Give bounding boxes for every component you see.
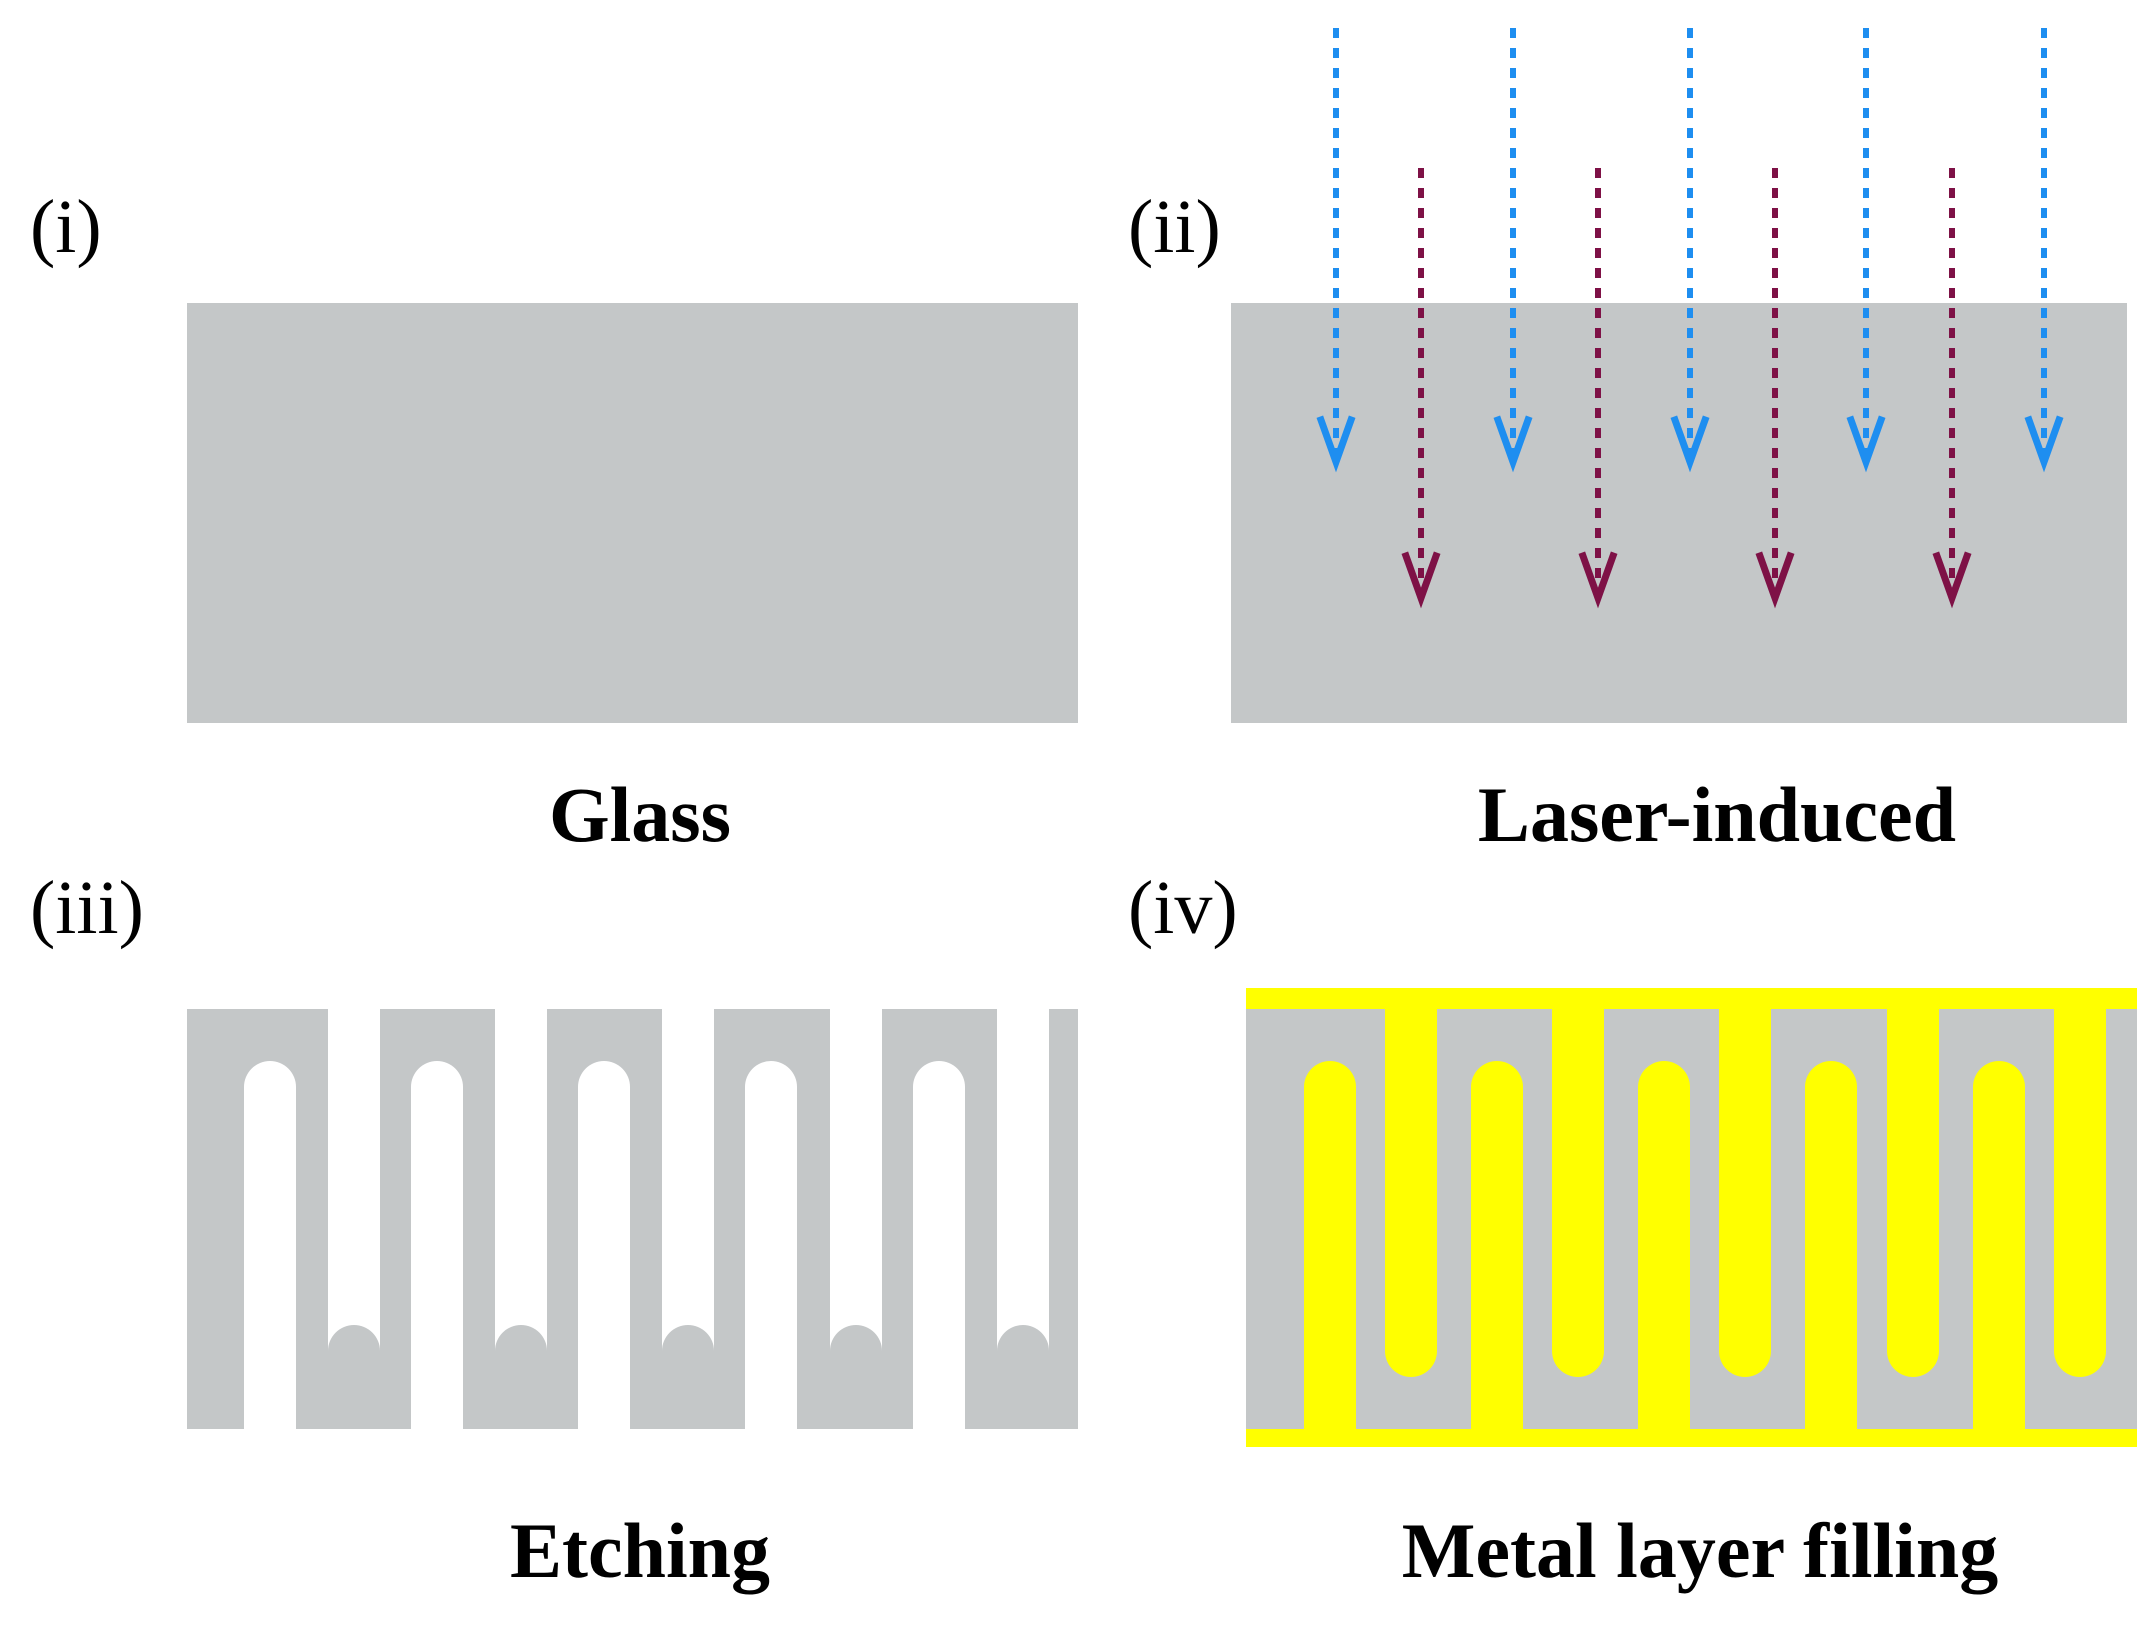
metal-finger-top-5 xyxy=(2054,1009,2106,1377)
metal-finger-bottom-4 xyxy=(1805,1061,1857,1429)
laser-arrows xyxy=(1316,28,2064,609)
caption-etching: Etching xyxy=(510,1507,770,1594)
metal-finger-top-4 xyxy=(1887,1009,1939,1377)
laser-short-arrow-icon-2 xyxy=(1493,28,1533,473)
laser-long-arrow-icon-2 xyxy=(1578,168,1618,609)
caption-metal-layer-filling: Metal layer filling xyxy=(1402,1507,1998,1594)
panel-label-iii: (iii) xyxy=(30,866,144,950)
caption-laser-induced: Laser-induced xyxy=(1478,771,1956,858)
panel-laser-induced: (ii) Laser-induced xyxy=(1128,28,2127,858)
metal-finger-bottom-3 xyxy=(1638,1061,1690,1429)
glass-substrate-laser xyxy=(1231,303,2127,723)
panel-etching: (iii) Etching xyxy=(30,866,1078,1594)
metal-finger-bottom-1 xyxy=(1304,1061,1356,1429)
etched-glass-body xyxy=(187,1009,1078,1429)
etched-glass xyxy=(187,1009,1078,1429)
laser-short-arrow-icon-4 xyxy=(1846,28,1886,473)
metal-finger-top-1 xyxy=(1385,1009,1437,1377)
laser-short-arrow-icon-3 xyxy=(1670,28,1710,473)
laser-short-arrow-icon-1 xyxy=(1316,28,1356,473)
laser-long-arrow-icon-1 xyxy=(1401,168,1441,609)
panel-label-ii: (ii) xyxy=(1128,185,1221,269)
caption-glass: Glass xyxy=(549,771,731,858)
panel-glass: (i) Glass xyxy=(30,185,1078,858)
laser-long-arrow-icon-3 xyxy=(1755,168,1795,609)
metal-finger-bottom-2 xyxy=(1471,1061,1523,1429)
laser-long-arrow-icon-4 xyxy=(1932,168,1972,609)
laser-short-arrow-icon-5 xyxy=(2024,28,2064,473)
metal-filled-structure xyxy=(1246,988,2137,1447)
panel-metal-filling: (iv) Metal layer filling xyxy=(1128,866,2137,1594)
metal-finger-top-2 xyxy=(1552,1009,1604,1377)
metal-bottom-layer xyxy=(1246,1429,2137,1447)
metal-finger-bottom-5 xyxy=(1973,1061,2025,1429)
glass-substrate xyxy=(187,303,1078,723)
panel-label-i: (i) xyxy=(30,185,102,269)
metal-top-layer xyxy=(1246,988,2137,1009)
panel-label-iv: (iv) xyxy=(1128,866,1238,950)
metal-finger-top-3 xyxy=(1719,1009,1771,1377)
